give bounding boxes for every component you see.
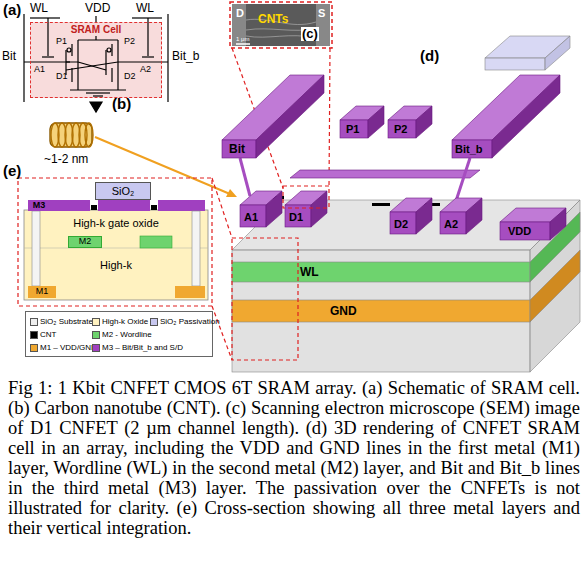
part-label: P2: [124, 37, 135, 47]
part-label: A1: [34, 65, 45, 75]
layer-label: M1: [36, 287, 49, 297]
part-label: D1: [56, 72, 68, 82]
layer-label: M3: [33, 201, 46, 211]
part-label: VDD: [84, 2, 111, 15]
legend: SiO₂ SubstrateHigh-k OxideSiO₂ Passivati…: [25, 311, 213, 357]
layer-box: High-k gate oxide: [42, 212, 190, 234]
panel-letter: (d): [420, 48, 439, 65]
legend-item: M2 - Wordline: [92, 330, 152, 339]
cross-section: [18, 178, 212, 306]
legend-text: M1 – VDD/GND: [40, 343, 97, 352]
part-label: A2: [140, 65, 151, 75]
layer-label: SRAM Cell: [69, 23, 124, 36]
layer-box: M1: [28, 286, 56, 298]
part-label: Bit_b: [172, 50, 199, 63]
part-label: P1: [346, 123, 359, 135]
part-label: WL: [30, 2, 48, 15]
legend-swatch: [92, 318, 100, 326]
legend-text: M3 – Bit/Bit_b and S/D: [102, 343, 183, 352]
part-label: Bit: [2, 50, 16, 63]
legend-swatch: [150, 318, 158, 326]
legend-item: High-k Oxide: [92, 317, 148, 326]
part-label: D1: [289, 211, 303, 223]
legend-text: M2 - Wordline: [102, 330, 152, 339]
part-label: GND: [330, 305, 357, 318]
cell-outline: SRAM Cell: [30, 22, 162, 98]
legend-text: SiO₂ Passivation: [160, 317, 220, 326]
figure-caption: Fig 1: 1 Kbit CNFET CMOS 6T SRAM array. …: [8, 378, 580, 538]
part-label: P1: [56, 37, 67, 47]
panel-letter: (a): [3, 2, 21, 19]
legend-text: CNT: [40, 330, 56, 339]
part-label: ~1-2 nm: [44, 153, 88, 166]
part-label: VDD: [508, 225, 531, 237]
layer-label: High-k: [100, 259, 132, 271]
legend-item: M3 – Bit/Bit_b and S/D: [92, 343, 183, 352]
legend-item: CNT: [30, 330, 56, 339]
layer-box: M3: [28, 200, 50, 211]
cnfet-3d-rendering: [212, 36, 580, 372]
legend-swatch: [30, 331, 38, 339]
layer-label: High-k gate oxide: [73, 217, 159, 229]
part-label: P2: [394, 123, 407, 135]
part-label: WL: [300, 266, 319, 279]
legend-item: M1 – VDD/GND: [30, 343, 97, 352]
part-label: 1 μm: [236, 36, 249, 43]
layer-label: SiO₂: [112, 185, 135, 197]
layer-box: High-k: [42, 252, 190, 278]
layer-label: M2: [79, 237, 92, 247]
part-label: D: [236, 7, 244, 19]
part-label: Bit_b: [455, 143, 483, 155]
part-label: D2: [394, 218, 408, 230]
panel-letter: (e): [3, 163, 21, 180]
legend-swatch: [92, 344, 100, 352]
legend-swatch: [30, 344, 38, 352]
part-label: S: [318, 7, 325, 19]
part-label: A1: [244, 211, 258, 223]
layer-box: M2: [68, 236, 102, 248]
panel-letter: (b): [112, 96, 131, 113]
part-label: WL: [136, 2, 154, 15]
part-label: A2: [444, 218, 458, 230]
panel-letter: (c): [301, 27, 319, 41]
legend-text: SiO₂ Substrate: [40, 317, 93, 326]
legend-text: High-k Oxide: [102, 317, 148, 326]
part-label: Bit: [229, 143, 245, 156]
legend-item: SiO₂ Passivation: [150, 317, 220, 326]
legend-swatch: [92, 331, 100, 339]
sram-schematic: [24, 14, 168, 112]
part-label: CNTs: [258, 13, 288, 26]
layer-box: SiO₂: [95, 182, 151, 200]
part-label: D2: [124, 72, 136, 82]
legend-swatch: [30, 318, 38, 326]
legend-item: SiO₂ Substrate: [30, 317, 93, 326]
